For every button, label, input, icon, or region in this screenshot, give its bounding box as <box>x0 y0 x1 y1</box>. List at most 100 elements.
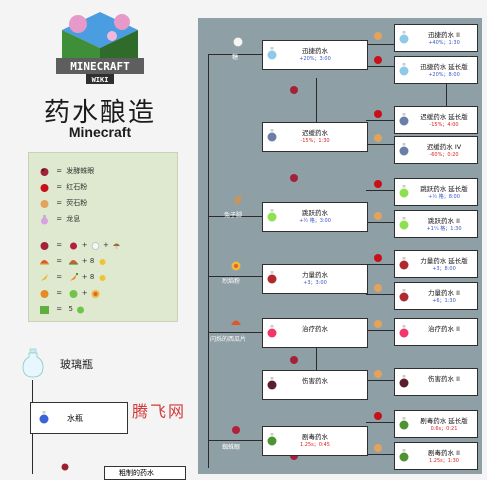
glowstone-dust-icon <box>372 30 384 42</box>
recipe-row: = + 8 <box>39 271 108 283</box>
redstone-dust-icon <box>372 108 384 120</box>
potion-node-slowness: 迟缓药水-15%；1:30 <box>262 122 368 152</box>
potion-icon <box>399 63 409 76</box>
potion-node-harming: 伤害药水 <box>262 370 368 400</box>
spider-eye-label: 蜘蛛眼 <box>222 444 241 451</box>
fermented-spider-eye-icon <box>288 354 300 366</box>
potion-node-leaping: 跳跃药水+½ 格；3:00 <box>262 202 368 232</box>
awkward-potion-node: 粗制的药水 <box>104 466 186 480</box>
fermented-spider-eye-icon <box>39 166 50 177</box>
gold-nugget-icon <box>97 256 108 267</box>
redstone-dust-icon <box>372 252 384 264</box>
potion-node-healing-2: 治疗药水 II <box>394 318 478 346</box>
melon-slice-icon <box>68 256 79 267</box>
glowstone-dust-icon <box>372 442 384 454</box>
water-bottle-icon <box>39 411 49 424</box>
potion-node-swiftness-2: 迅捷药水 II+40%；1:30 <box>394 24 478 52</box>
potion-icon <box>399 289 409 302</box>
left-panel: MINECRAFT WIKI 药水酿造 Minecraft =发酵蛛眼 =红石粉… <box>0 0 200 480</box>
potion-icon <box>267 433 277 446</box>
potion-icon <box>267 47 277 60</box>
glowstone-dust-icon <box>372 282 384 294</box>
potion-node-strength-2: 力量药水 II+6；1:30 <box>394 282 478 310</box>
sugar-icon <box>232 36 244 48</box>
recipe-row: = + + <box>39 239 122 251</box>
redstone-dust-icon <box>372 178 384 190</box>
potion-node-swiftness: 迅捷药水+20%；3:00 <box>262 40 368 70</box>
rabbit-foot-label: 兔子脚 <box>224 212 243 219</box>
golden-carrot-icon <box>39 272 50 283</box>
legend-row: =龙息 <box>39 213 80 225</box>
glass-bottle-icon <box>22 348 44 378</box>
blaze-powder-icon <box>90 288 101 299</box>
redstone-dust-icon <box>372 54 384 66</box>
fermented-spider-eye-icon <box>288 172 300 184</box>
svg-text:MINECRAFT: MINECRAFT <box>70 60 130 73</box>
page-title: 药水酿造 <box>43 98 156 128</box>
glistering-melon-icon <box>230 316 242 328</box>
potion-icon <box>399 417 409 430</box>
potion-icon <box>399 31 409 44</box>
glowstone-dust-icon <box>372 210 384 222</box>
slimeball-icon <box>75 304 86 315</box>
water-bottle-node: 水瓶 <box>30 402 128 434</box>
potion-icon <box>267 271 277 284</box>
brown-mushroom-icon <box>111 240 122 251</box>
recipe-row: = + <box>39 287 101 299</box>
brewing-diagram: 糖 兔子脚 烈焰粉 闪烁的西瓜片 蜘蛛眼 迅捷药水+20%；3:00 迟缓药水-… <box>198 18 482 474</box>
nether-wart-icon <box>60 462 70 472</box>
potion-node-slowness-ext: 迟缓药水 延长版-15%；4:00 <box>394 106 478 134</box>
fermented-spider-eye-icon <box>288 84 300 96</box>
glowstone-dust-icon <box>39 198 50 209</box>
legend-row: =荧石粉 <box>39 197 87 209</box>
potion-icon <box>399 325 409 338</box>
potion-node-strength-ext: 力量药水 延长版+3；8:00 <box>394 250 478 278</box>
sugar-label: 糖 <box>232 54 239 61</box>
redstone-dust-icon <box>372 410 384 422</box>
potion-node-slowness-4: 迟缓药水 IV-60%；0:20 <box>394 136 478 164</box>
ingredient-legend: =发酵蛛眼 =红石粉 =荧石粉 =龙息 = + + = + 8 <box>28 152 178 322</box>
svg-text:WIKI: WIKI <box>92 76 109 84</box>
potion-icon <box>399 217 409 230</box>
legend-row: =红石粉 <box>39 181 87 193</box>
potion-node-strength: 力量药水+3；3:00 <box>262 264 368 294</box>
glistering-melon-icon <box>39 256 50 267</box>
recipe-row: = 5 <box>39 303 86 315</box>
potion-icon <box>267 325 277 338</box>
potion-node-swiftness-ext: 迅捷药水 延长版+20%；8:00 <box>394 56 478 84</box>
gold-nugget-icon <box>97 272 108 283</box>
spider-eye-icon <box>68 240 79 251</box>
spider-eye-icon <box>230 424 242 436</box>
potion-node-healing: 治疗药水 <box>262 318 368 348</box>
potion-node-leaping-ext: 跳跃药水 延长版+½ 格；8:00 <box>394 178 478 206</box>
glistering-melon-label: 闪烁的西瓜片 <box>210 336 247 343</box>
potion-icon <box>267 209 277 222</box>
minecraft-wiki-logo: MINECRAFT WIKI <box>50 8 150 96</box>
potion-node-leaping-2: 跳跃药水 II+1¼ 格；1:30 <box>394 210 478 238</box>
fermented-spider-eye-icon <box>39 240 50 251</box>
sugar-icon <box>90 240 101 251</box>
potion-icon <box>399 143 409 156</box>
potion-icon <box>399 375 409 388</box>
dragon-breath-icon <box>39 214 50 225</box>
watermark: 腾飞网 <box>132 402 187 421</box>
potion-icon <box>267 129 277 142</box>
redstone-dust-icon <box>39 182 50 193</box>
carrot-icon <box>68 272 79 283</box>
potion-icon <box>399 185 409 198</box>
glass-bottle-label: 玻璃瓶 <box>60 358 93 371</box>
blaze-powder-icon <box>230 260 242 272</box>
glowstone-dust-icon <box>372 132 384 144</box>
potion-node-harming-2: 伤害药水 II <box>394 368 478 396</box>
potion-icon <box>267 377 277 390</box>
magma-cream-icon <box>39 288 50 299</box>
slime-block-icon <box>39 304 50 315</box>
recipe-row: = + 8 <box>39 255 108 267</box>
potion-icon <box>399 449 409 462</box>
potion-icon <box>399 257 409 270</box>
glowstone-dust-icon <box>372 368 384 380</box>
legend-row: =发酵蛛眼 <box>39 165 94 177</box>
rabbit-foot-icon <box>232 194 244 206</box>
